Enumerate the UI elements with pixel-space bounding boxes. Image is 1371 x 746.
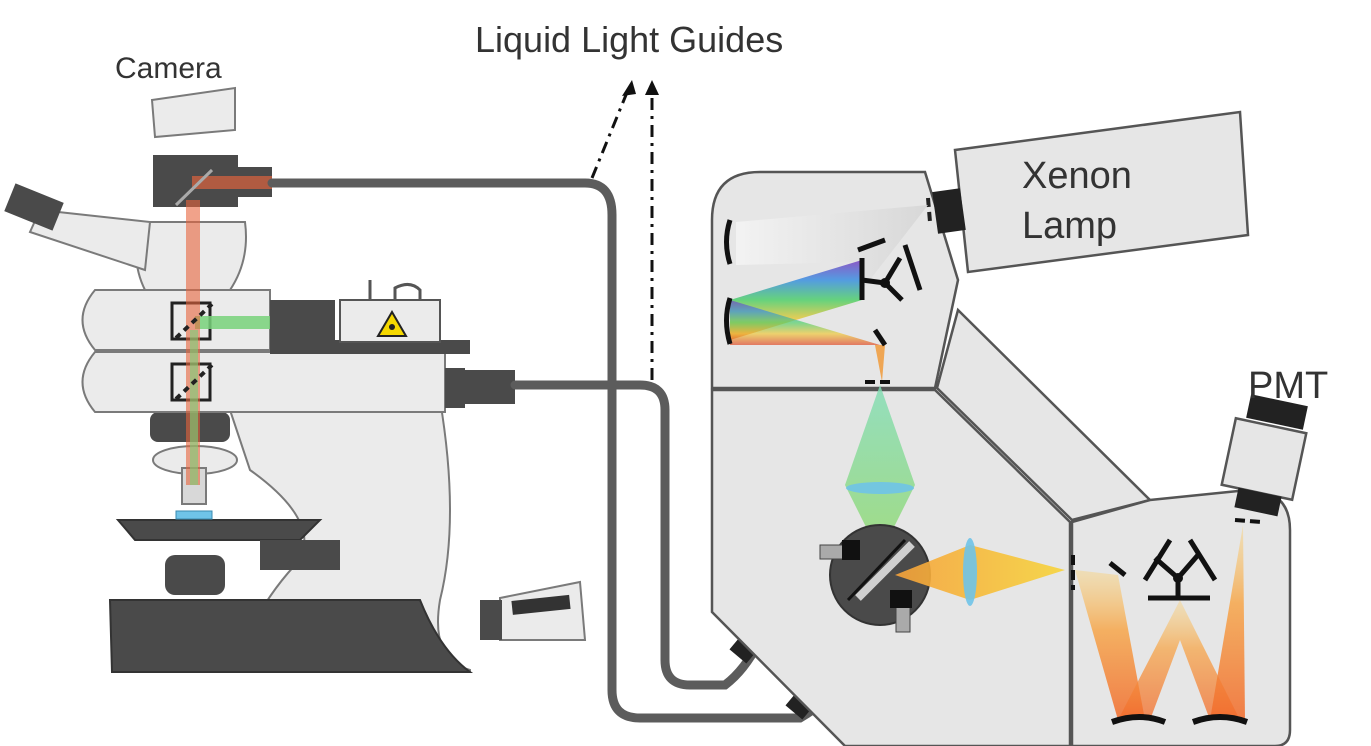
camera-body <box>150 86 236 139</box>
xenon-lamp-housing <box>953 110 1250 274</box>
pointer-arrowhead-right <box>645 80 659 95</box>
vertical-beam-green <box>190 330 198 485</box>
lower-port-connector <box>819 544 845 560</box>
beam-splitter <box>846 538 907 602</box>
emission-optics <box>1075 518 1263 725</box>
camera-mirror <box>174 168 214 207</box>
emission-grating <box>1142 538 1218 601</box>
side-camera-mount <box>480 600 502 640</box>
camera-label: Camera <box>115 52 222 85</box>
excitation-grating-pivot <box>880 278 890 288</box>
mirror-bottom-left <box>724 297 733 345</box>
camera-beam <box>192 176 272 189</box>
xenon-lamp-label-line1: Xenon <box>1022 155 1132 197</box>
exit-beam-cone <box>875 345 885 382</box>
green-excitation-cone <box>845 385 915 555</box>
microscope-port <box>445 368 465 408</box>
excitation-exit-slit-mirror <box>872 328 888 347</box>
pmt-body <box>1220 416 1308 502</box>
emission-grating-pivot <box>1173 573 1183 583</box>
xenon-lamp-socket <box>932 188 966 234</box>
side-camera-grille <box>511 594 571 615</box>
pmt-port-connector <box>895 605 911 633</box>
microscope-base <box>108 599 474 673</box>
lower-filter-housing <box>81 351 446 413</box>
emission-beam-right <box>1210 525 1245 720</box>
emission-slit-mirror <box>1108 561 1127 577</box>
pointer-arrowhead-left <box>622 80 636 96</box>
emission-lens <box>963 538 977 606</box>
pmt-detector <box>1220 394 1308 517</box>
xenon-lamp <box>926 110 1250 274</box>
lower-dichroic <box>174 363 214 401</box>
emission-cone <box>895 545 1065 600</box>
pmt-port-block <box>890 590 912 608</box>
upper-filter-housing <box>81 289 271 351</box>
eyepiece <box>4 183 64 231</box>
white-beam <box>736 205 928 290</box>
pmt-entrance-slit <box>1234 518 1263 524</box>
laser-warning-dot <box>389 324 395 330</box>
label-pointers <box>590 89 654 380</box>
port-adapter <box>465 370 515 404</box>
pmt-label: PMT <box>1248 365 1328 407</box>
lower-port-block <box>842 540 860 560</box>
eyepiece-tube <box>28 208 152 272</box>
emission-beam-middle <box>1118 600 1240 720</box>
microscope-stage <box>115 519 323 541</box>
emission-mirror-right <box>1191 714 1249 725</box>
emission-mirror-left <box>1110 714 1167 725</box>
pmt-base <box>1234 487 1282 517</box>
green-laser-beam <box>195 316 270 329</box>
focus-knob <box>165 555 225 595</box>
excitation-lens <box>846 482 914 494</box>
sample-slide <box>175 510 213 520</box>
laser-rail <box>270 300 335 345</box>
emission-beam-left <box>1075 570 1145 720</box>
laser-cable <box>368 280 422 300</box>
sample-optics <box>819 385 1075 633</box>
pmt-cap <box>1246 394 1308 430</box>
liquid-light-guides-label: Liquid Light Guides <box>475 19 783 60</box>
microscope <box>4 86 587 673</box>
upper-dichroic <box>174 302 214 340</box>
sample-cuvette <box>855 541 915 601</box>
dispersed-beam-to-slit <box>730 300 880 345</box>
laser-baseplate <box>270 340 470 354</box>
xenon-lamp-label-line2: Lamp <box>1022 205 1117 247</box>
mirror-top-left <box>724 219 733 265</box>
excitation-optics <box>724 205 928 384</box>
stage-arm <box>260 540 340 570</box>
entrance-slit <box>926 197 932 223</box>
